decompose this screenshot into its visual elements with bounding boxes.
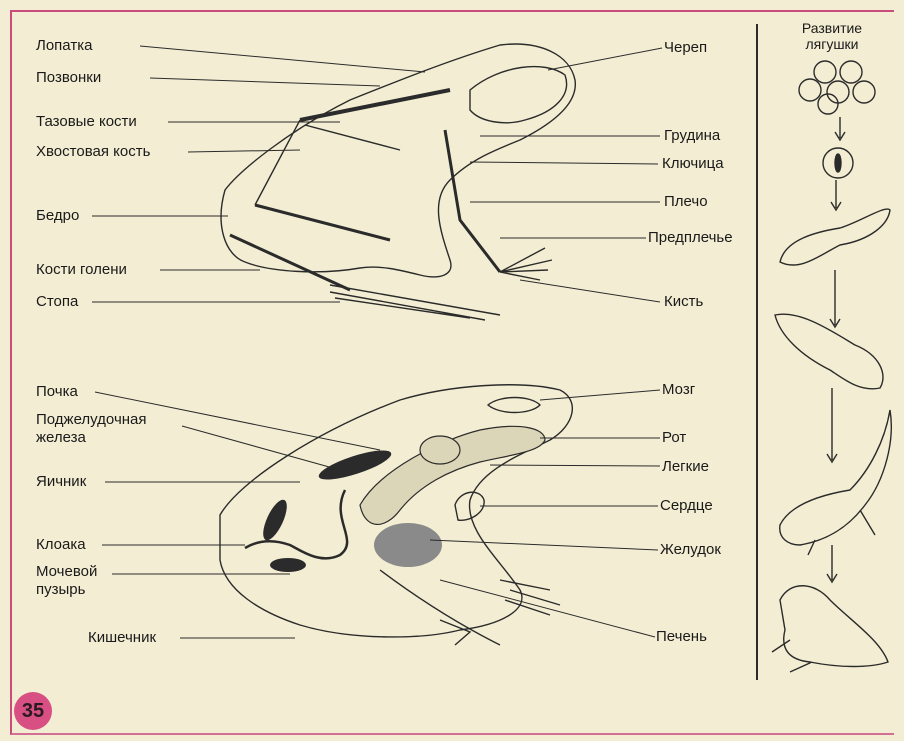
skeleton-femur [254, 203, 391, 242]
tadpole-legs [774, 313, 884, 390]
label-stopa: Стопа [36, 293, 79, 310]
label-yaichnik: Яичник [36, 473, 87, 490]
arrow-5 [826, 545, 838, 584]
label-klyuchitsa: Ключица [662, 155, 724, 172]
kidney-shape [318, 450, 392, 480]
label-mozg: Мозг [662, 381, 696, 398]
label-rot: Рот [662, 429, 687, 446]
eggs-cluster [798, 60, 876, 115]
label-kist: Кисть [664, 293, 704, 310]
label-cherep: Череп [664, 39, 708, 56]
skeleton-hand [499, 247, 553, 281]
label-pozvonki: Позвонки [36, 69, 102, 86]
label-pochka: Почка [36, 383, 78, 400]
label-lopatka: Лопатка [36, 37, 93, 54]
organs-brain [486, 396, 541, 414]
organs-heart [454, 491, 485, 521]
arrow-1 [834, 117, 846, 142]
ovary-shape [263, 499, 287, 541]
tadpole-young [779, 208, 891, 266]
label-predplechye: Предплечье [648, 229, 733, 246]
label-grudina: Грудина [664, 127, 721, 144]
skeleton-foot [329, 284, 501, 321]
label-legkie: Легкие [662, 458, 709, 475]
arrow-4 [826, 388, 838, 464]
embryo-egg [822, 147, 854, 179]
label-podzheludochnaya-zheleza: Поджелудочная железа [36, 411, 147, 446]
bladder-shape [270, 558, 306, 572]
organs-intestine [244, 489, 349, 560]
label-plecho: Плечо [664, 193, 708, 210]
froglet-with-tail [779, 409, 892, 556]
lungs-shape [419, 435, 461, 465]
label-pechen: Печень [656, 628, 707, 645]
arrow-2 [830, 180, 842, 212]
development-title: Развитие лягушки [801, 20, 863, 52]
liver-shape [374, 523, 442, 567]
label-kloaka: Клоака [36, 536, 86, 553]
page-frame [10, 10, 894, 735]
adult-frog [771, 585, 889, 673]
organs-hind-leg [379, 569, 501, 646]
skeleton-body-outline [220, 43, 576, 278]
label-bedro: Бедро [36, 207, 80, 224]
page-number-badge: 35 [14, 692, 52, 730]
skeleton-pelvis [254, 119, 301, 206]
arrow-3 [829, 270, 841, 329]
label-mochevoy-puzyr: Мочевой пузырь [36, 563, 98, 598]
label-zheludok: Желудок [660, 541, 721, 558]
skeleton-skull [469, 65, 568, 124]
label-serdtse: Сердце [660, 497, 713, 514]
label-kosti-goleni: Кости голени [36, 261, 127, 278]
label-khvostovaya-kost: Хвостовая кость [36, 143, 151, 160]
organs-front-leg [499, 579, 561, 616]
label-tazovye-kosti: Тазовые кости [36, 113, 137, 130]
skeleton-arm [443, 129, 502, 273]
organs-body-outline [219, 384, 573, 638]
skeleton-tail-bone [304, 124, 401, 151]
label-kishechnik: Кишечник [88, 629, 157, 646]
skeleton-spine [299, 88, 451, 122]
skeleton-shin [229, 233, 351, 292]
